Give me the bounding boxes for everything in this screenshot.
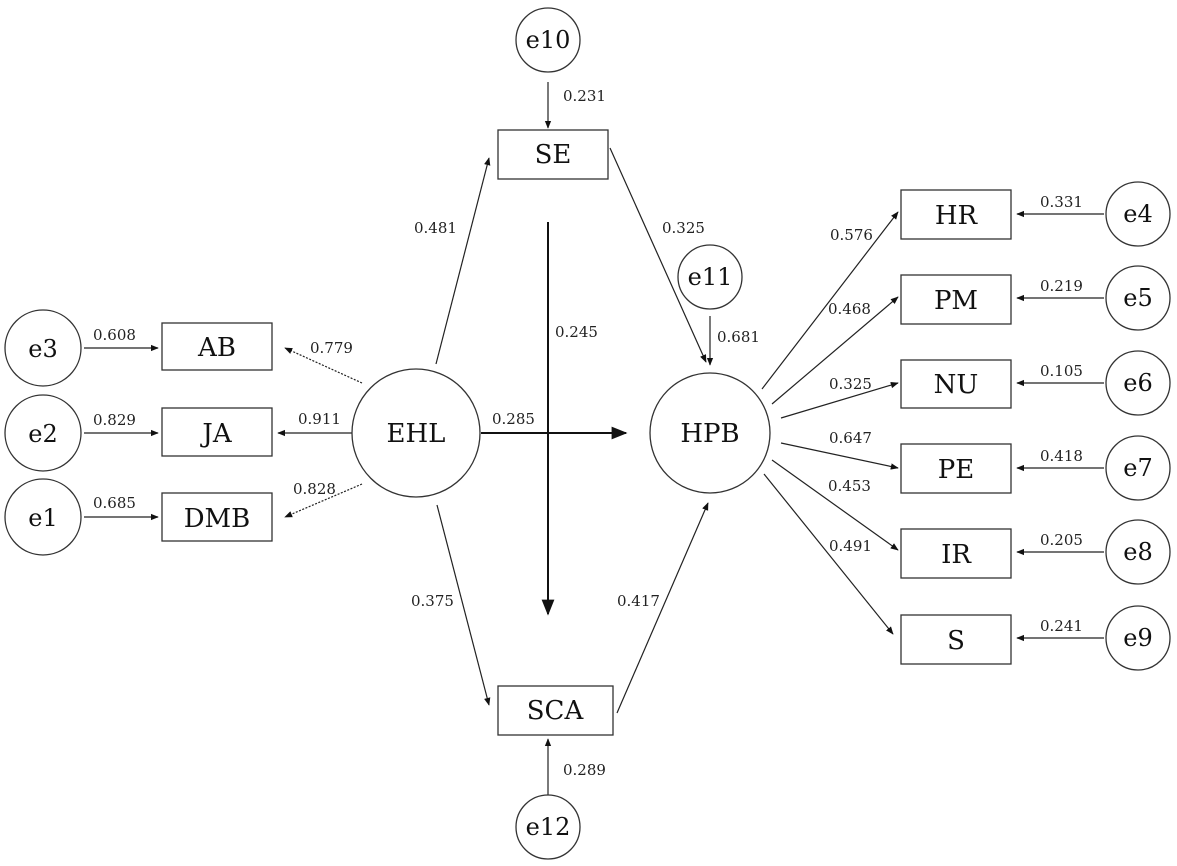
node-se: SE xyxy=(497,129,609,180)
node-se-label: SE xyxy=(535,140,572,170)
node-pm: PM xyxy=(900,274,1012,325)
error-e1-label: e1 xyxy=(28,504,57,532)
edge-ehl-ab xyxy=(284,347,363,384)
coefficients: 0.231 0.289 0.681 0.481 0.375 0.285 0.32… xyxy=(93,87,1083,779)
coef-e5-pm: 0.219 xyxy=(1040,277,1083,295)
node-hpb: HPB xyxy=(649,372,771,494)
error-e9-label: e9 xyxy=(1123,624,1152,652)
node-dmb: DMB xyxy=(161,492,273,542)
node-pe: PE xyxy=(900,443,1012,494)
coef-hpb-s: 0.491 xyxy=(829,537,872,555)
node-sca-label: SCA xyxy=(527,696,585,726)
edge-ehl-se xyxy=(435,157,491,365)
error-e4: e4 xyxy=(1105,181,1171,247)
edge-sca-hpb xyxy=(616,502,709,714)
edge-hpb-s xyxy=(763,473,894,635)
node-ehl-label: EHL xyxy=(387,419,446,449)
error-e12-label: e12 xyxy=(526,813,571,841)
error-e9: e9 xyxy=(1105,605,1171,671)
error-e1: e1 xyxy=(4,478,82,556)
node-hr-label: HR xyxy=(935,201,979,231)
node-pe-label: PE xyxy=(938,455,974,485)
coef-e1-dmb: 0.685 xyxy=(93,494,136,512)
node-hpb-label: HPB xyxy=(680,419,739,449)
coef-ehl-se: 0.481 xyxy=(414,219,457,237)
coef-ehl-hpb: 0.285 xyxy=(492,410,535,428)
node-ir-label: IR xyxy=(941,540,972,570)
coef-sca-hpb: 0.417 xyxy=(617,592,660,610)
coef-hpb-pe: 0.647 xyxy=(829,429,872,447)
node-ab-label: AB xyxy=(197,333,236,363)
coef-e9-s: 0.241 xyxy=(1040,617,1083,635)
coef-se-sca: 0.245 xyxy=(555,323,598,341)
node-s: S xyxy=(900,614,1012,665)
coef-hpb-hr: 0.576 xyxy=(830,226,873,244)
error-e11: e11 xyxy=(677,244,743,310)
coef-se-hpb: 0.325 xyxy=(662,219,705,237)
node-s-label: S xyxy=(947,626,965,656)
node-ir: IR xyxy=(900,528,1012,579)
coef-e7-pe: 0.418 xyxy=(1040,447,1083,465)
error-e12: e12 xyxy=(515,794,581,860)
edge-hpb-ir xyxy=(771,459,899,551)
coef-e4-hr: 0.331 xyxy=(1040,193,1083,211)
error-e10: e10 xyxy=(515,7,581,73)
error-e6-label: e6 xyxy=(1123,369,1152,397)
error-e2-label: e2 xyxy=(28,420,57,448)
node-ab: AB xyxy=(161,322,273,371)
node-pm-label: PM xyxy=(934,286,978,316)
node-nu-label: NU xyxy=(934,370,979,400)
error-e4-label: e4 xyxy=(1123,200,1152,228)
edge-hpb-hr xyxy=(761,211,899,390)
error-e8-label: e8 xyxy=(1123,538,1152,566)
error-e7: e7 xyxy=(1105,435,1171,501)
coef-ehl-dmb: 0.828 xyxy=(293,480,336,498)
coef-ehl-sca: 0.375 xyxy=(411,592,454,610)
coef-e6-nu: 0.105 xyxy=(1040,362,1083,380)
coef-e3-ab: 0.608 xyxy=(93,326,136,344)
error-e3-label: e3 xyxy=(28,335,57,363)
coef-hpb-nu: 0.325 xyxy=(829,375,872,393)
coef-e2-ja: 0.829 xyxy=(93,411,136,429)
edge-ehl-sca xyxy=(436,504,491,706)
error-e3: e3 xyxy=(4,309,82,387)
coef-e8-ir: 0.205 xyxy=(1040,531,1083,549)
edge-hpb-pm xyxy=(771,296,899,405)
node-ja-label: JA xyxy=(199,419,232,449)
node-ja: JA xyxy=(161,407,273,457)
error-e10-label: e10 xyxy=(526,26,571,54)
edge-se-hpb xyxy=(609,147,707,363)
coef-ehl-ja: 0.911 xyxy=(298,410,341,428)
edge-hpb-nu xyxy=(780,381,899,419)
coef-ehl-ab: 0.779 xyxy=(310,339,353,357)
coef-e12-sca: 0.289 xyxy=(563,761,606,779)
error-e7-label: e7 xyxy=(1123,454,1152,482)
error-e5-label: e5 xyxy=(1123,284,1152,312)
coef-e11-hpb: 0.681 xyxy=(717,328,760,346)
node-ehl: EHL xyxy=(351,368,481,498)
error-e8: e8 xyxy=(1105,519,1171,585)
error-e6: e6 xyxy=(1105,350,1171,416)
error-e5: e5 xyxy=(1105,265,1171,331)
edge-hpb-pe xyxy=(780,442,899,470)
error-e2: e2 xyxy=(4,394,82,472)
node-sca: SCA xyxy=(497,685,614,736)
node-hr: HR xyxy=(900,189,1012,240)
coef-hpb-ir: 0.453 xyxy=(828,477,871,495)
node-dmb-label: DMB xyxy=(184,504,251,534)
coef-hpb-pm: 0.468 xyxy=(828,300,871,318)
coef-e10-se: 0.231 xyxy=(563,87,606,105)
error-e11-label: e11 xyxy=(688,263,733,291)
edges xyxy=(84,82,1104,795)
node-nu: NU xyxy=(900,359,1012,409)
